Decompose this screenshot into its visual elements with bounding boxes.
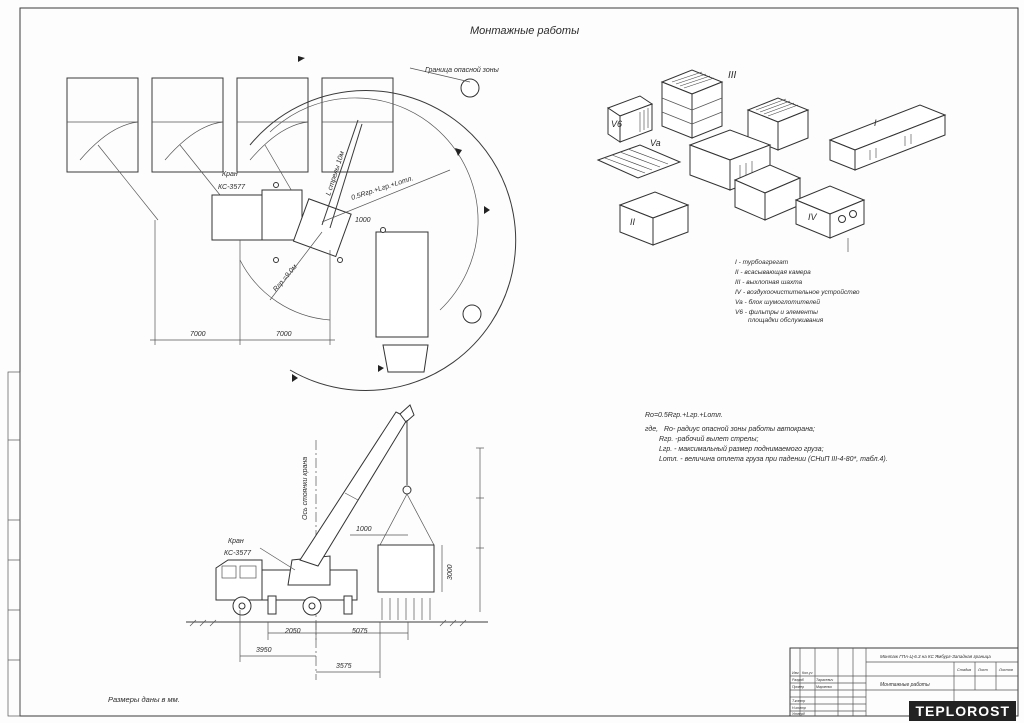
tb-row-0: Изм: [792, 671, 799, 675]
formula-line-3: Lотл. - величина отлета груза при падени…: [659, 455, 888, 463]
tb-row-2: Разраб: [792, 678, 805, 682]
plan-crane-label: Кран: [222, 171, 238, 178]
tb-row-3: Провер: [792, 685, 804, 689]
plan-view: Граница опасной зоны Кран КС-3577 L стре…: [66, 56, 517, 391]
plan-crane-body: [261, 189, 303, 241]
tb-project: Монтаж ГПА-Ц-6.3 на КС Ямбург-Западная г…: [880, 654, 991, 659]
danger-zone-boundary: [249, 89, 517, 391]
iso-label-va: Va: [650, 138, 661, 148]
tb-header-0: Стадия: [957, 668, 971, 672]
plan-block-4: [321, 77, 394, 173]
tb-name-1: Марченко: [816, 685, 832, 689]
formula-main: Ro=0.5Rгр.+Lгр.+Lотл.: [645, 412, 723, 419]
plan-crane-model: КС-3577: [218, 184, 246, 191]
isometric-view: V6 III Va I II: [596, 69, 947, 252]
zone-label: Граница опасной зоны: [425, 66, 500, 74]
left-margin-stamp: [7, 371, 21, 717]
plan-dim-7000-b: 7000: [276, 331, 292, 338]
tb-header-1: Лист: [977, 668, 988, 672]
iso-label-III: III: [728, 70, 737, 81]
elev-load: [377, 544, 435, 593]
zone-marker-top: [460, 78, 480, 98]
title-block: Монтаж ГПА-Ц-6.3 на КС Ямбург-Западная г…: [789, 647, 1019, 717]
plan-crane-cab: [211, 194, 263, 241]
watermark-logo: TEPLOROST: [909, 701, 1016, 721]
elev-dim-3575: 3575: [336, 663, 352, 670]
drawing-title: Монтажные работы: [470, 25, 579, 37]
legend-item-1: II - всасывающая камера: [735, 269, 811, 276]
formula-where: где,: [645, 425, 658, 433]
elev-dim-3950: 3950: [256, 647, 272, 654]
legend: I - турбоагрегат II - всасывающая камера…: [735, 258, 860, 324]
iso-label-v6: V6: [611, 119, 622, 129]
formula-line-0: Ro- радиус опасной зоны работы автокрана…: [664, 425, 815, 433]
tb-row-1: Кол.уч: [802, 671, 813, 675]
tb-sheet-name: Монтажные работы: [880, 682, 930, 688]
elev-axis-label: Ось стоянки крана: [302, 457, 309, 520]
elev-dim-2050: 2050: [284, 628, 301, 635]
tb-row-5: Н.контр: [792, 706, 806, 710]
plan-boom: [321, 119, 359, 226]
elev-crane-label: Кран: [228, 538, 244, 545]
tb-row-6: Утверд: [792, 712, 805, 716]
formula-block: Ro=0.5Rгр.+Lгр.+Lотл. где, Ro- радиус оп…: [645, 412, 888, 463]
formula-line-2: Lгр. - максимальный размер поднимаемого …: [659, 445, 824, 453]
plan-dim-1000: 1000: [355, 217, 371, 224]
iso-label-IV: IV: [808, 212, 818, 222]
plan-support: [382, 344, 429, 373]
elev-dim-5075: 5075: [352, 628, 368, 635]
elev-crane-model: КС-3577: [224, 550, 252, 557]
tb-name-0: Тарасевич: [816, 678, 833, 682]
legend-item-0: I - турбоагрегат: [735, 258, 789, 266]
elevation-view: Ось стоянки крана Кран КС-3577 1000: [186, 404, 488, 680]
zone-marker-bottom: [462, 304, 482, 324]
elev-dim-1000: 1000: [356, 526, 372, 533]
elev-truck-cab: [215, 559, 263, 601]
plan-dim-7000-a: 7000: [190, 331, 206, 338]
legend-item-5: V6 - фильтры и элементы: [735, 309, 818, 316]
sheet-frame: [19, 7, 1019, 717]
plan-boom-label: L стрелы 10м: [325, 150, 346, 196]
iso-label-II: II: [630, 217, 636, 227]
plan-lifted-block: [375, 231, 429, 338]
plan-block-1: [66, 77, 139, 173]
elev-dim-3000: 3000: [447, 564, 454, 580]
formula-line-1: Rгр. -рабочий вылет стрелы;: [659, 435, 759, 443]
iso-label-I: I: [874, 118, 877, 128]
legend-item-2: III - выхлопная шахта: [735, 279, 803, 286]
plan-crane-turntable: [292, 198, 352, 258]
legend-item-3: IV - воздухоочистительное устройство: [735, 288, 860, 296]
tb-row-4: Т.контр: [792, 699, 805, 703]
plan-block-2: [151, 77, 224, 173]
units-note: Размеры даны в мм.: [108, 695, 180, 704]
legend-item-6: площадки обслуживания: [748, 316, 824, 324]
legend-item-4: Va - блок шумоглотителей: [735, 298, 820, 306]
plan-block-3: [236, 77, 309, 173]
tb-header-2: Листов: [998, 668, 1013, 672]
